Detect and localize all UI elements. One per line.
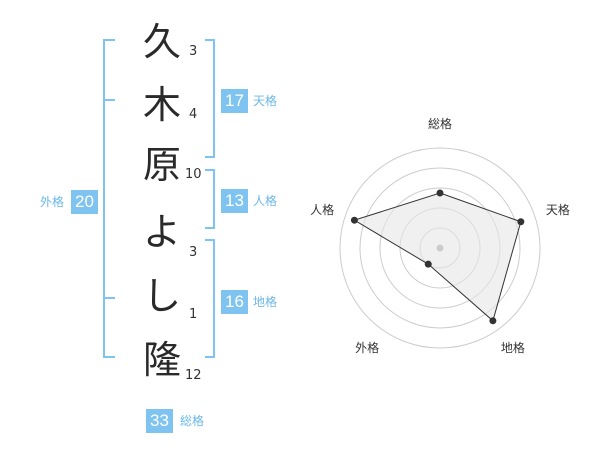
chikaku-label: 地格 <box>253 295 278 309</box>
radar-point-2 <box>517 218 525 226</box>
name-char-2: 木 <box>142 83 181 127</box>
stroke-count-1: 3 <box>189 44 198 59</box>
tenkaku-value-badge: 17 <box>221 89 248 113</box>
radar-ring-4 <box>359 167 521 329</box>
stroke-count-6: 12 <box>185 368 202 383</box>
chikaku-bracket <box>205 239 215 358</box>
radar-axis-label-2: 天格 <box>545 202 570 217</box>
stroke-count-4: 3 <box>189 245 198 260</box>
stroke-count-5: 1 <box>189 307 198 322</box>
stroke-count-2: 4 <box>189 107 198 122</box>
soukaku-label: 総格 <box>180 414 205 428</box>
radar-point-5 <box>350 216 358 224</box>
radar-series-polygon <box>353 192 522 322</box>
jinkaku-label: 人格 <box>253 194 278 208</box>
jinkaku-value-badge: 13 <box>221 189 248 213</box>
name-char-4: よ <box>142 210 181 254</box>
gaikaku-bracket <box>103 39 115 358</box>
radar-ring-5 <box>339 147 541 349</box>
stroke-count-3: 10 <box>185 167 202 182</box>
radar-point-1 <box>436 189 444 197</box>
name-char-1: 久 <box>142 20 181 64</box>
name-char-6: 隆 <box>142 338 181 382</box>
name-char-3: 原 <box>142 143 181 187</box>
tenkaku-bracket <box>205 39 215 158</box>
chikaku-value-badge: 16 <box>221 290 248 314</box>
gaikaku-value-badge: 20 <box>71 190 98 214</box>
radar-axis-label-3: 地格 <box>500 341 525 356</box>
radar-point-4 <box>424 260 432 268</box>
soukaku-value-badge: 33 <box>146 409 173 433</box>
radar-point-3 <box>489 317 497 325</box>
radar-center-dot <box>436 244 444 252</box>
gaikaku-label: 外格 <box>40 195 65 209</box>
name-char-5: し <box>142 274 181 318</box>
radar-axis-label-1: 総格 <box>428 117 453 131</box>
jinkaku-bracket <box>205 169 215 229</box>
radar-axis-label-4: 外格 <box>355 341 380 356</box>
radar-axis-label-5: 人格 <box>310 202 335 217</box>
tenkaku-label: 天格 <box>253 94 278 108</box>
